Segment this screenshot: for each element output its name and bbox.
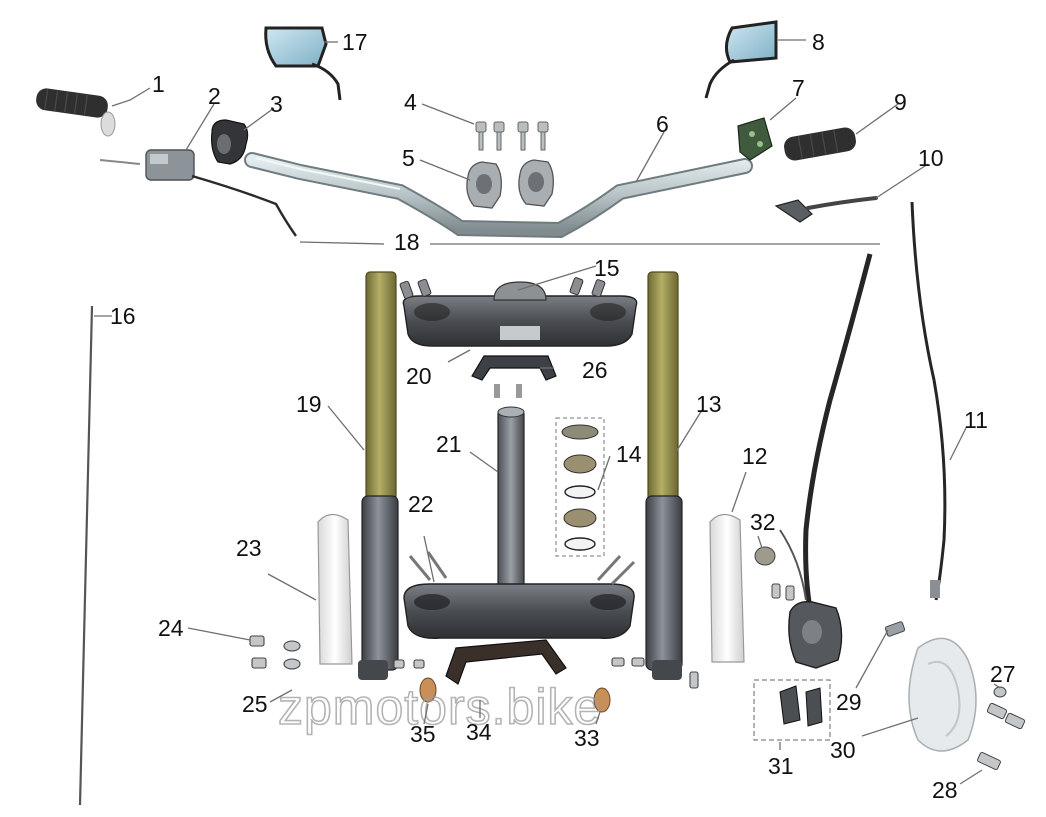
front-brake-lever: [774, 196, 878, 223]
callout-31: 31: [768, 753, 794, 779]
callout-5: 5: [402, 145, 415, 171]
callout-24: 24: [158, 615, 184, 641]
callout-11: 11: [964, 407, 988, 433]
watermark: zpmotors.bike: [278, 679, 602, 735]
callout-10: 10: [918, 145, 944, 171]
steering-stem: [497, 406, 525, 591]
upper-triple-clamp: [399, 277, 638, 347]
brake-caliper: [788, 601, 906, 669]
callout-9: 9: [894, 89, 907, 115]
left-fork-leg: [358, 271, 399, 680]
callout-4: 4: [404, 89, 417, 115]
speedometer-cable: [910, 201, 947, 601]
callout-14: 14: [616, 441, 642, 467]
front-brake-hose: [779, 253, 873, 621]
callout-27: 27: [990, 661, 1016, 687]
callout-33: 33: [574, 725, 600, 751]
lower-triple-clamp: [403, 551, 636, 639]
callout-19: 19: [296, 391, 322, 417]
callout-6: 6: [656, 111, 669, 137]
handlebar-clamps: [466, 159, 554, 209]
axle-bolts-left: [249, 635, 425, 670]
handlebar: [244, 152, 753, 239]
callout-34: 34: [466, 719, 492, 745]
callout-32: 32: [750, 509, 776, 535]
callout-2: 2: [208, 83, 221, 109]
callout-26: 26: [582, 357, 608, 383]
callout-13: 13: [696, 391, 722, 417]
left-mirror: [264, 26, 342, 101]
callout-leaders: [94, 39, 1001, 785]
brake-disc: [908, 637, 977, 752]
callout-22: 22: [408, 491, 434, 517]
antenna-rod: [78, 305, 94, 806]
right-switch: [737, 117, 773, 161]
throttle-clamp: [211, 119, 249, 165]
caliper-bolts: [754, 546, 795, 601]
callout-21: 21: [436, 431, 462, 457]
callout-30: 30: [830, 737, 856, 763]
bearing-set: [555, 417, 605, 557]
brake-pads: [753, 679, 831, 741]
callout-35: 35: [410, 721, 436, 747]
right-fork-guard: [709, 513, 745, 663]
callout-15: 15: [594, 255, 620, 281]
headlight-bracket: [471, 355, 557, 398]
callout-18: 18: [394, 229, 420, 255]
axle-bolts-right: [611, 657, 699, 689]
right-mirror: [704, 20, 778, 99]
callout-8: 8: [812, 29, 825, 55]
right-fork-leg: [645, 271, 683, 680]
callout-3: 3: [270, 91, 283, 117]
left-grip: [36, 88, 116, 137]
callout-23: 23: [236, 535, 262, 561]
callout-1: 1: [152, 71, 165, 97]
callout-28: 28: [932, 777, 958, 803]
brake-hose-guide: [419, 639, 611, 713]
handlebar-clamp-bolts: [475, 121, 549, 151]
left-switch-housing: [99, 149, 297, 237]
callout-17: 17: [342, 29, 368, 55]
callout-12: 12: [742, 443, 768, 469]
right-grip: [784, 127, 856, 161]
disc-bolts: [977, 686, 1026, 771]
callout-7: 7: [792, 75, 805, 101]
callout-numbers: 1 2 3 4 5 6 7 8 9 10 11 12 13 14 15 16 1…: [110, 29, 1016, 803]
callout-25: 25: [242, 691, 268, 717]
callout-20: 20: [406, 363, 432, 389]
callout-16: 16: [110, 303, 136, 329]
left-fork-guard: [317, 513, 353, 665]
callout-29: 29: [836, 689, 862, 715]
